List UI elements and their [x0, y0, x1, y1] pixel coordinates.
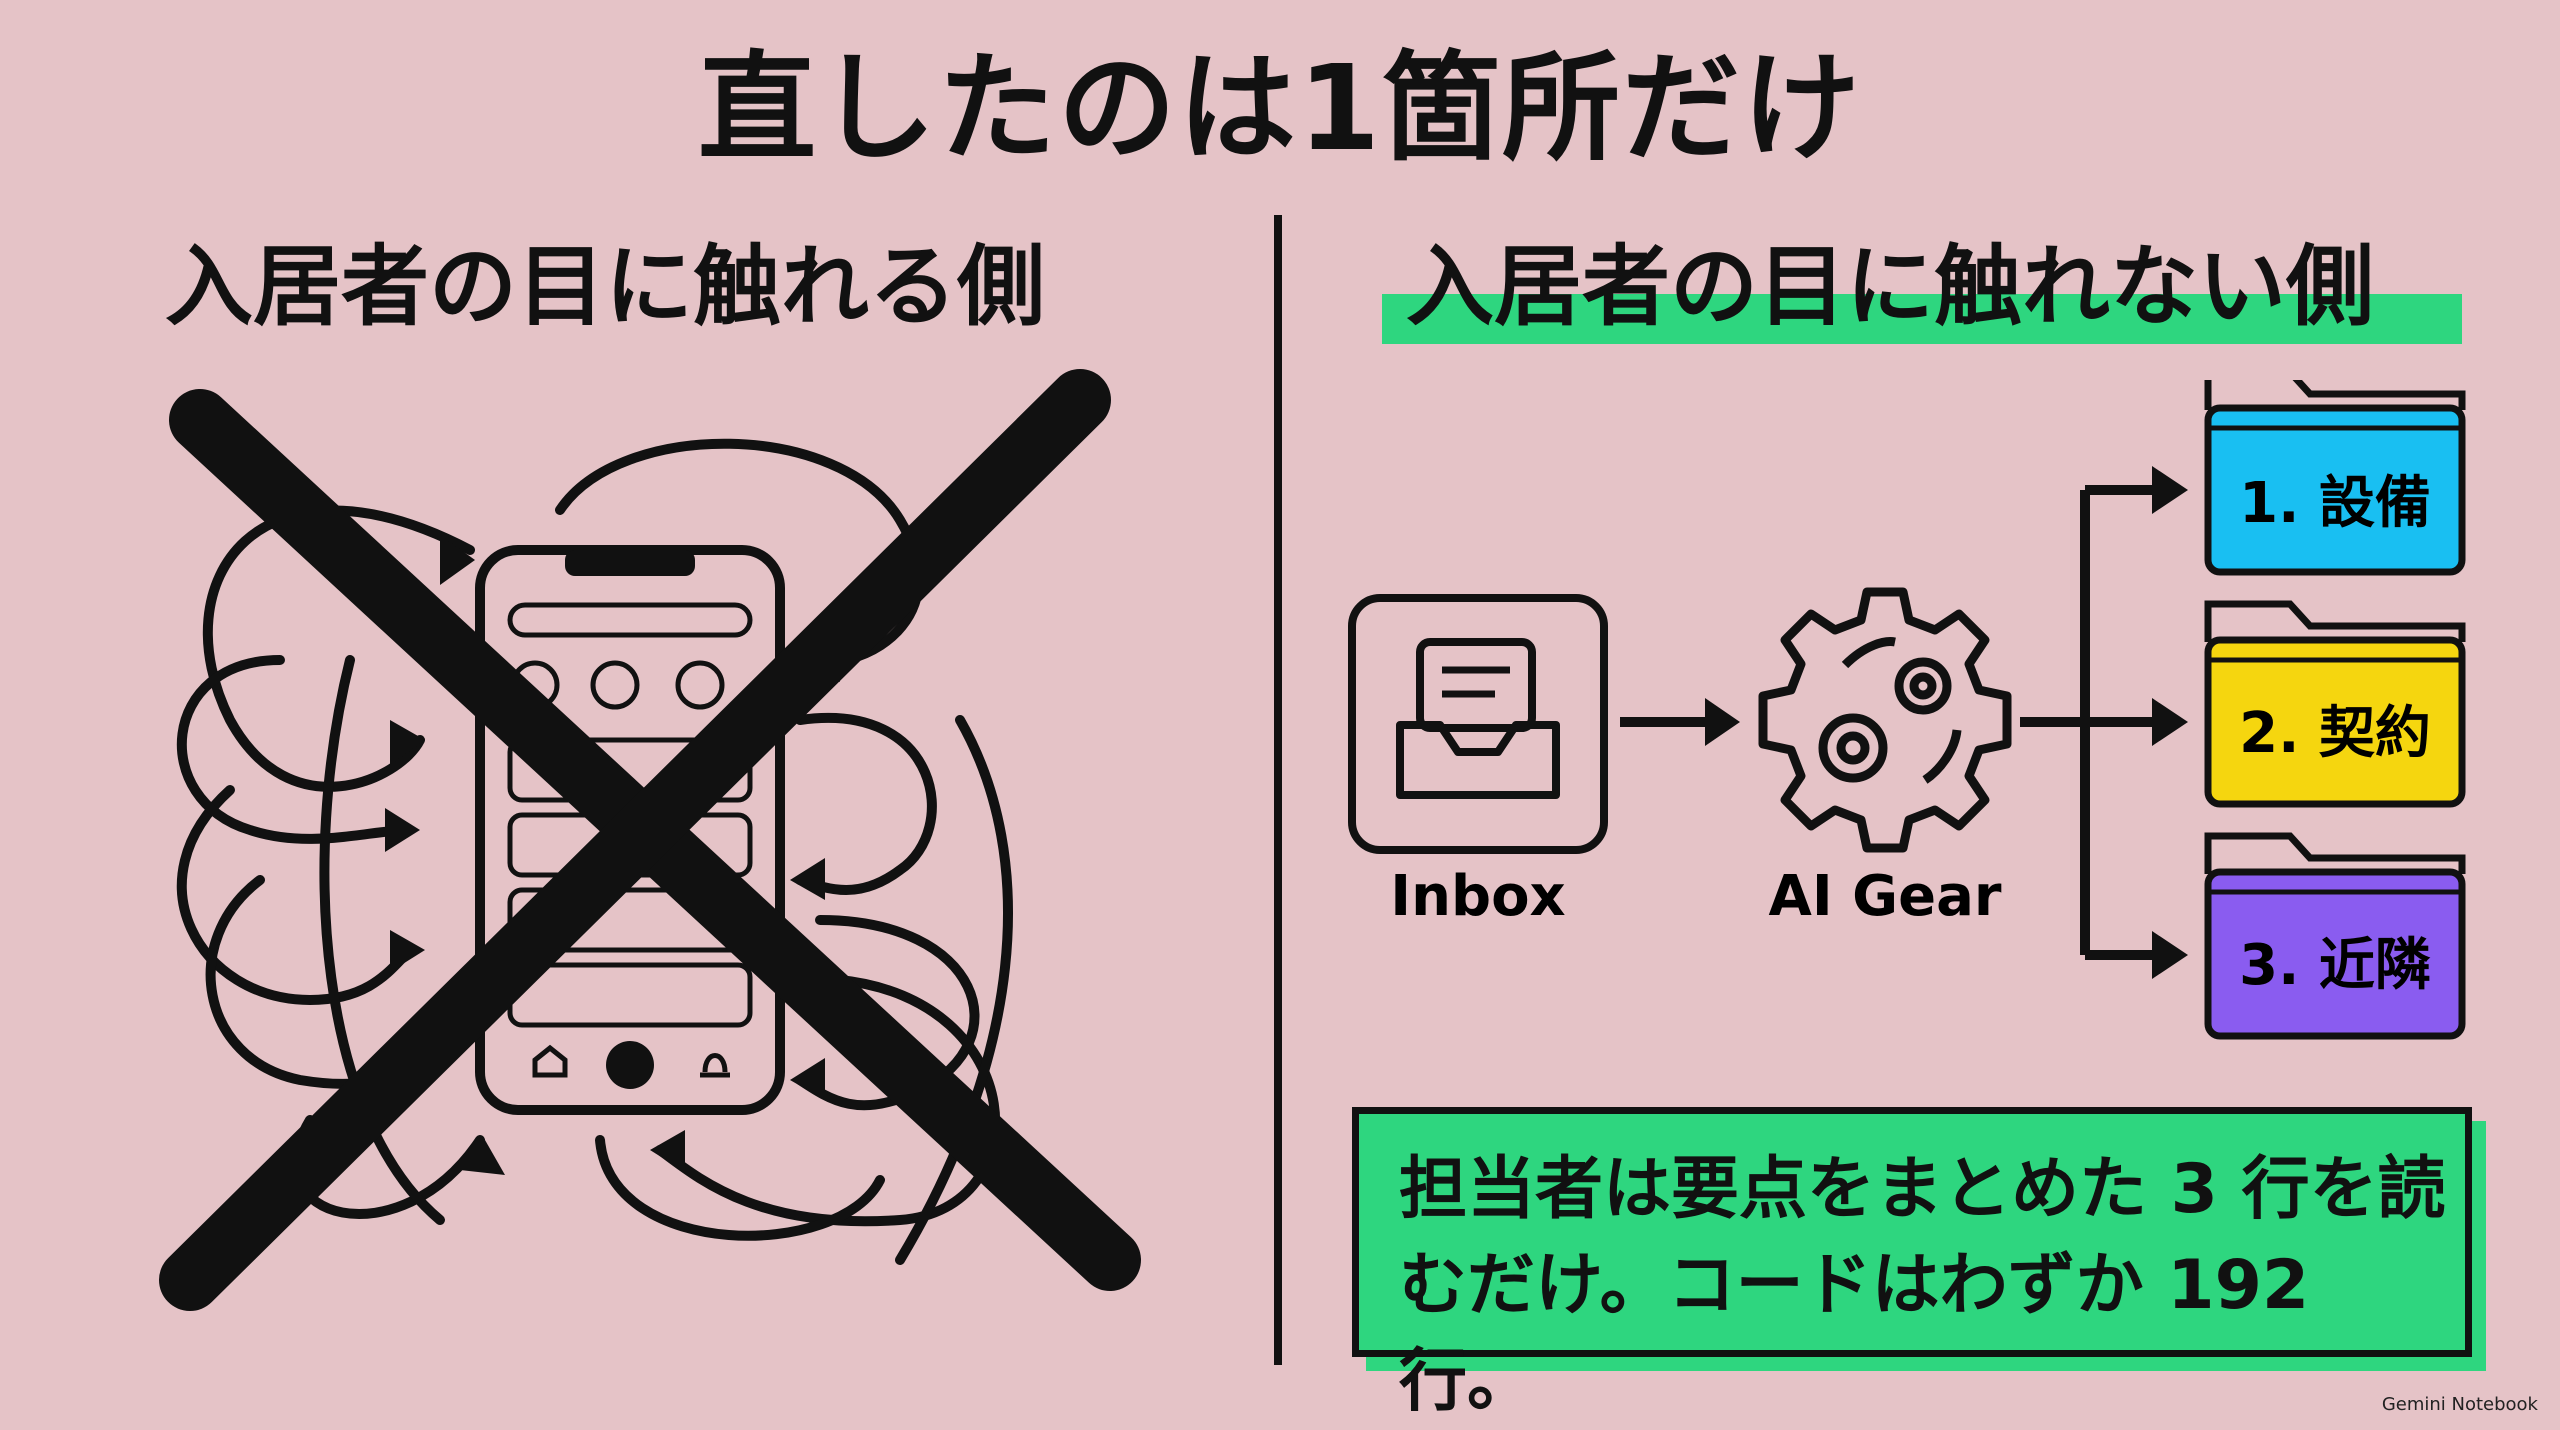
folder-label-keiyaku: 2. 契約 [2239, 701, 2431, 766]
tangle-loop [795, 713, 937, 895]
inbox-icon [1348, 594, 1608, 854]
right-heading: 入居者の目に触れない側 [1406, 235, 2375, 338]
arrow-head [2152, 931, 2188, 979]
ai-gear-label: AI Gear [1768, 864, 2001, 929]
arrow-head [2152, 466, 2188, 514]
summary-text: 担当者は要点をまとめた 3 行を読 むだけ。コードはわずか 192 行。 [1399, 1142, 2459, 1430]
folder-icon-setsubi [2204, 380, 2466, 576]
tangle-loop [795, 915, 980, 1111]
ai-gear-icon [1758, 587, 2012, 853]
arrow-head [440, 535, 475, 585]
page-title: 直したのは1箇所だけ [697, 39, 1863, 177]
summary-line-1: 担当者は要点をまとめた 3 行を読 [1399, 1150, 2446, 1229]
arrow-head [390, 720, 425, 765]
tangle-loop [555, 438, 924, 667]
folder-icon-kinrin [2204, 832, 2466, 1040]
tangled-phone-illustration [159, 369, 1141, 1311]
summary-box: 担当者は要点をまとめた 3 行を読 むだけ。コードはわずか 192 行。 [1352, 1107, 2472, 1421]
tangle-loop [319, 655, 445, 1225]
tangle-loop [595, 1135, 885, 1241]
tangle-loop [176, 785, 415, 1006]
watermark: Gemini Notebook [2381, 1394, 2538, 1415]
arrow-head [385, 808, 420, 852]
tangle-loop [176, 655, 415, 844]
arrow-head [460, 1140, 505, 1175]
arrow-head [2152, 698, 2188, 746]
arrow-head [790, 1058, 825, 1100]
routing-diagram: Inbox AI Gear 1. 設備 [1348, 380, 2466, 1040]
left-heading: 入居者の目に触れる側 [165, 235, 1046, 338]
heading-highlight [1382, 294, 2462, 344]
arrow-head [790, 858, 825, 900]
cross-out-x-icon [159, 369, 1141, 1311]
folder-label-setsubi: 1. 設備 [2239, 471, 2431, 536]
center-divider [1274, 215, 1282, 1365]
folder-icon-keiyaku [2204, 600, 2466, 808]
arrow-head [390, 930, 425, 972]
arrow-head [1705, 698, 1740, 746]
tangle-loop [655, 975, 1001, 1227]
right-heading-wrap: 入居者の目に触れない側 [1382, 232, 2462, 344]
tangle-loop [895, 715, 1013, 1265]
summary-line-2: むだけ。コードはわずか 192 行。 [1399, 1246, 2310, 1421]
arrow-head [650, 1130, 685, 1172]
folder-label-kinrin: 3. 近隣 [2239, 933, 2431, 998]
inbox-label: Inbox [1390, 864, 1565, 929]
